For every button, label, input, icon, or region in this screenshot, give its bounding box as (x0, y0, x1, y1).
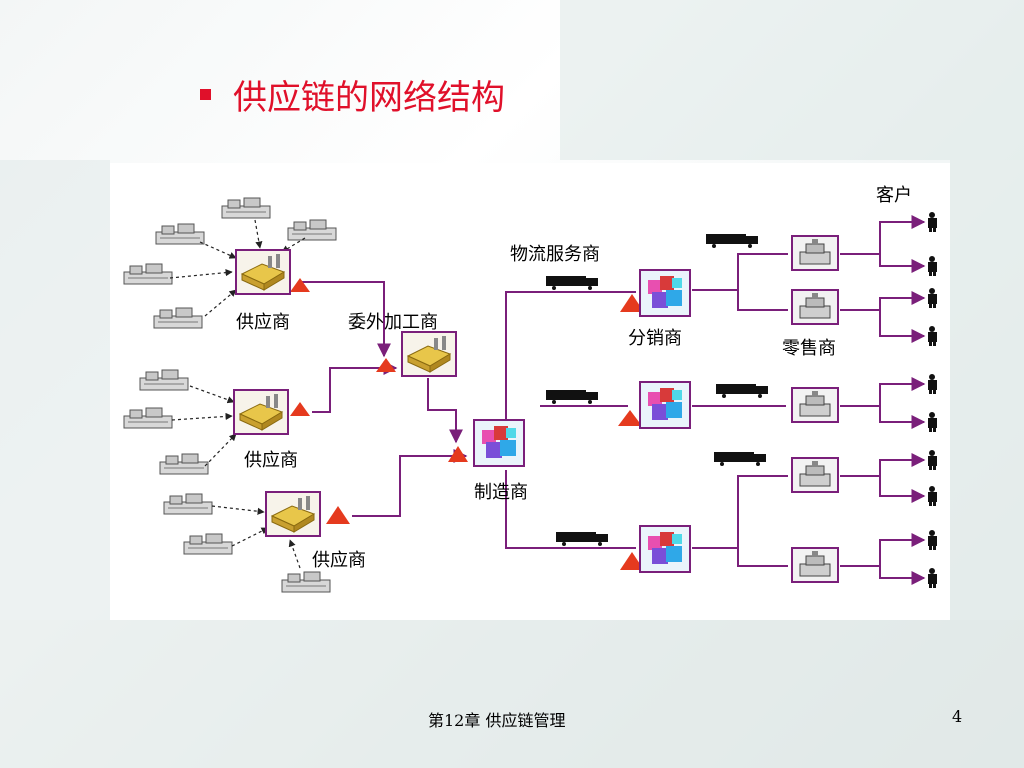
subcontractor-node (401, 331, 457, 377)
manufacturer-node (473, 419, 525, 467)
page-number: 4 (952, 707, 963, 726)
label-customer: 客户 (876, 185, 912, 206)
label-manufacturer: 制造商 (474, 482, 528, 503)
customer-icons (928, 212, 937, 588)
label-distributor: 分销商 (628, 328, 682, 349)
distributor-nodes (639, 269, 691, 573)
sub-supplier-arrows (169, 219, 306, 569)
title-row: 供应链的网络结构 (200, 70, 505, 119)
slide-title: 供应链的网络结构 (233, 78, 505, 118)
inventory-triangles (290, 278, 644, 570)
flow-connectors (300, 215, 926, 585)
label-logistics: 物流服务商 (510, 244, 600, 265)
label-supplier-3: 供应商 (312, 550, 366, 571)
label-retailer: 零售商 (782, 338, 836, 359)
label-subcontractor: 委外加工商 (348, 312, 438, 333)
retailer-nodes (791, 235, 839, 583)
label-supplier-1: 供应商 (236, 312, 290, 333)
label-supplier-2: 供应商 (244, 450, 298, 471)
footer-chapter: 第12章 供应链管理 (428, 711, 566, 730)
title-bullet (200, 89, 211, 100)
supplier-nodes (233, 249, 321, 537)
